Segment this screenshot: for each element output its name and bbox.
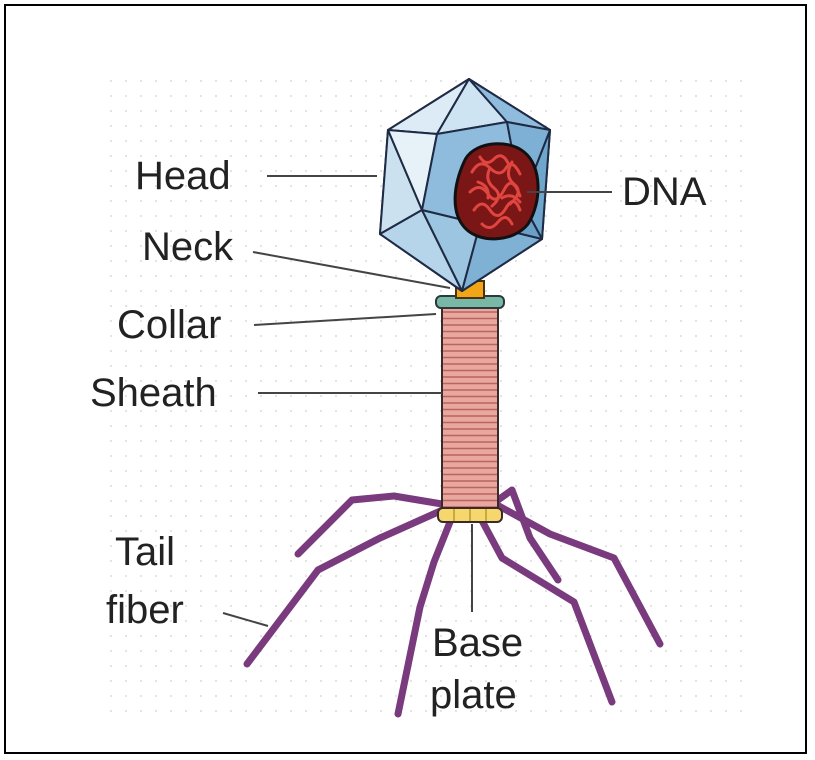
head-label: Head [135, 154, 231, 198]
dna-label: DNA [622, 170, 707, 214]
base-plate-label-line1: Base [432, 621, 523, 665]
base-plate-label-line2: plate [430, 673, 517, 717]
base-plate [438, 508, 502, 522]
dna [455, 144, 538, 239]
diagram-frame: Head DNA Neck Collar Sheath Tail fiber B… [4, 4, 807, 754]
tail-fiber-label-line1: Tail [115, 530, 175, 574]
tail-fiber-label-line2: fiber [106, 588, 184, 632]
bacteriophage-diagram: Head DNA Neck Collar Sheath Tail fiber B… [6, 6, 809, 756]
sheath [442, 306, 498, 509]
sheath-label: Sheath [90, 371, 217, 415]
collar-label: Collar [117, 303, 221, 347]
neck-label: Neck [142, 225, 234, 269]
